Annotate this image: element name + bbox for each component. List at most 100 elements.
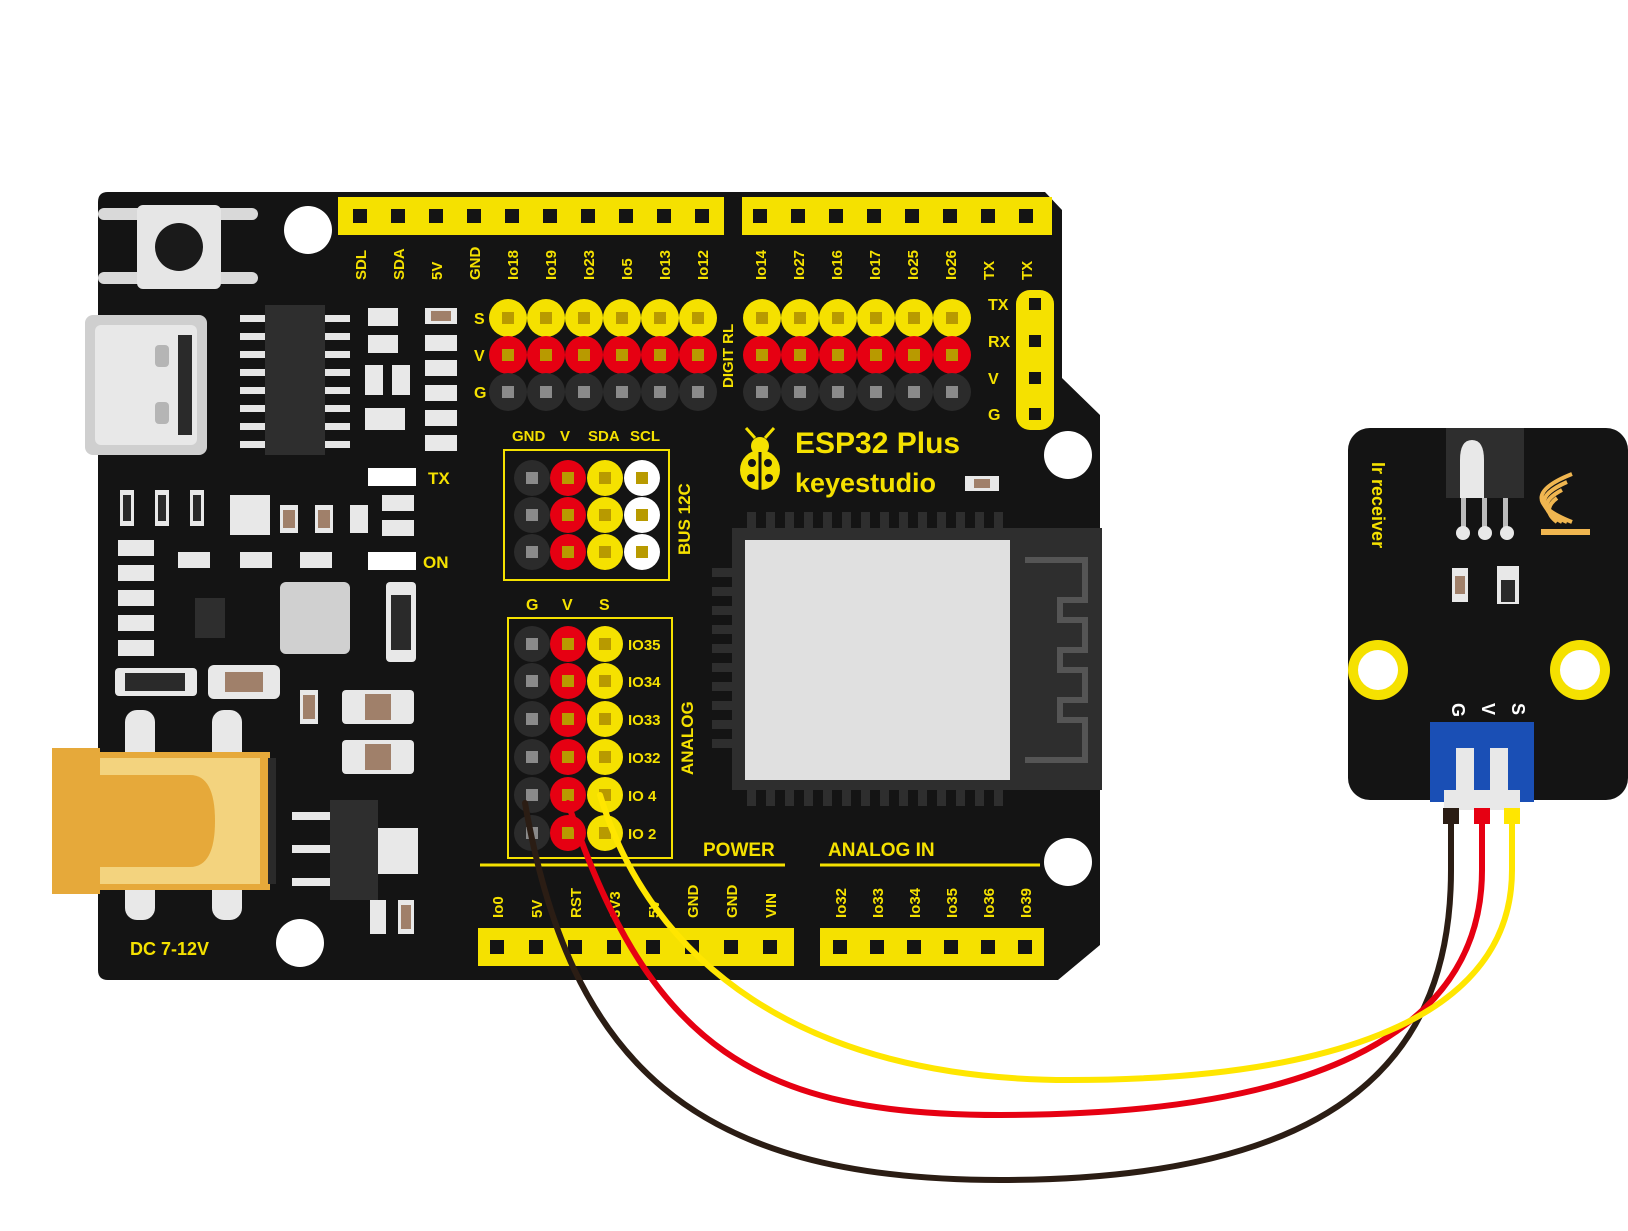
jumper-wires	[522, 792, 1515, 1184]
digit-pin-core	[908, 312, 920, 324]
digit-pin-core	[756, 349, 768, 361]
digit-pin-core	[502, 312, 514, 324]
top-header-label-0: Io14	[753, 249, 770, 280]
module-pin	[712, 663, 732, 672]
uart-header	[1016, 290, 1054, 430]
analog-pin-core	[562, 675, 574, 687]
module-pin	[712, 587, 732, 596]
module-pin	[861, 790, 870, 806]
uart-label: G	[988, 407, 1000, 424]
module-pin	[937, 790, 946, 806]
digit-row-label: V	[474, 348, 485, 365]
keyestudio-logo-icon	[740, 426, 780, 490]
brand-name: keyestudio	[795, 468, 936, 498]
analog-in-label: ANALOG IN	[828, 840, 935, 861]
module-pin	[804, 790, 813, 806]
tx-led	[368, 468, 416, 486]
header-pin	[467, 209, 481, 223]
header-pin	[490, 940, 504, 954]
analog-pin-core	[599, 638, 611, 650]
digit-pin-core	[502, 349, 514, 361]
uart-pin	[1029, 298, 1041, 310]
header-pin	[981, 209, 995, 223]
wire-power	[565, 800, 1485, 1119]
digit-pin-core	[654, 349, 666, 361]
wire-end-caps	[1443, 808, 1520, 824]
analog-pin-core	[526, 675, 538, 687]
module-pin	[975, 512, 984, 528]
top-header-label-7: TX	[1019, 261, 1036, 280]
bottom-header-label-1: Io33	[870, 888, 887, 918]
digit-pin-core	[832, 386, 844, 398]
digit-pin-core	[756, 386, 768, 398]
digit-pin-core	[794, 386, 806, 398]
module-pin-label: V	[1478, 703, 1498, 715]
top-header-label-4: Io18	[505, 250, 522, 280]
header-pin	[763, 940, 777, 954]
top-header-label-0: SDL	[353, 250, 370, 280]
analog-pin-core	[526, 713, 538, 725]
top-header-label-3: GND	[467, 247, 484, 281]
i2c-pin-core	[599, 509, 611, 521]
mounting-hole	[1044, 838, 1092, 886]
module-pin	[918, 512, 927, 528]
module-pin	[712, 606, 732, 615]
tx-led-label: TX	[428, 469, 450, 488]
header-pin	[353, 209, 367, 223]
digit-pin-core	[540, 349, 552, 361]
digit-pin-core	[870, 312, 882, 324]
header-pin	[391, 209, 405, 223]
dc-jack-label: DC 7-12V	[130, 939, 209, 959]
usb-serial-chip	[240, 305, 350, 455]
analog-pin-core	[562, 827, 574, 839]
module-pin	[918, 790, 927, 806]
reset-button[interactable]	[98, 205, 258, 289]
module-connector[interactable]	[1430, 722, 1534, 810]
header-pin	[581, 209, 595, 223]
digit-pin-core	[832, 312, 844, 324]
top-header-label-6: TX	[981, 261, 998, 280]
top-header-label-1: SDA	[391, 248, 408, 280]
i2c-pin-core	[562, 472, 574, 484]
bottom-header-label-0: Io32	[833, 888, 850, 918]
digit-row-label: G	[474, 385, 486, 402]
digit-pin-core	[756, 312, 768, 324]
digit-rl-label: DIGIT RL	[720, 324, 737, 388]
i2c-col-label: SDA	[588, 428, 620, 445]
top-header-label-9: Io12	[695, 250, 712, 280]
analog-pin-core	[526, 638, 538, 650]
on-led	[368, 552, 416, 570]
bottom-header-label-0: Io0	[490, 896, 507, 918]
esp32-plus-board: TX ON DC 7-12V SDLSDA5VGNDIo18Io19Io23Io…	[52, 192, 1102, 980]
i2c-pin-core	[526, 472, 538, 484]
digit-pin-core	[578, 349, 590, 361]
header-pin	[1018, 940, 1032, 954]
module-pin	[712, 739, 732, 748]
digit-pin-core	[692, 349, 704, 361]
analog-pin-core	[599, 827, 611, 839]
header-pin	[905, 209, 919, 223]
dc-power-jack[interactable]	[52, 710, 276, 920]
module-pin	[994, 512, 1003, 528]
voltage-regulator	[292, 800, 418, 900]
module-pin	[899, 512, 908, 528]
digit-pin-core	[654, 386, 666, 398]
top-header-label-2: 5V	[429, 262, 446, 280]
top-header-right	[742, 197, 1052, 235]
header-pin	[829, 209, 843, 223]
module-name: Ir receiver	[1368, 462, 1388, 548]
bottom-header-label-2: Io34	[907, 887, 924, 918]
header-pin	[619, 209, 633, 223]
module-pin	[712, 644, 732, 653]
header-pin	[943, 209, 957, 223]
uart-label: RX	[988, 334, 1011, 351]
usb-c-port[interactable]	[85, 315, 207, 455]
header-pin	[791, 209, 805, 223]
module-pin	[994, 790, 1003, 806]
top-header-label-5: Io26	[943, 250, 960, 280]
uart-pin	[1029, 335, 1041, 347]
bottom-header-label-3: Io35	[944, 888, 961, 918]
i2c-bus-label: BUS 12C	[675, 483, 694, 555]
header-pin	[724, 940, 738, 954]
